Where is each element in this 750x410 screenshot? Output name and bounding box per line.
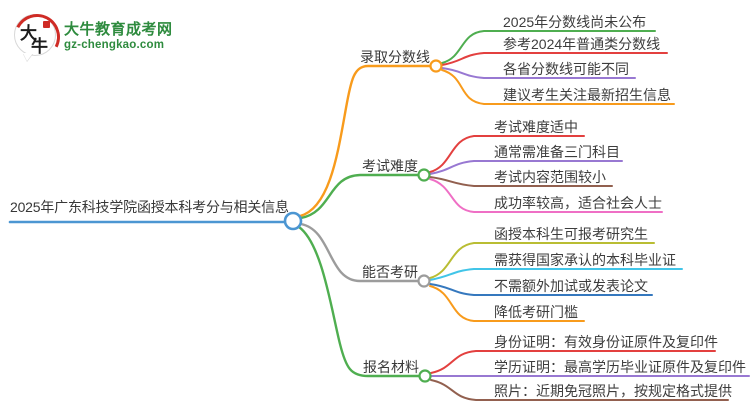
logo-site-url[interactable]: gz-chengkao.com: [64, 39, 165, 51]
leaf-label[interactable]: 各省分数线可能不同: [503, 61, 629, 77]
leaf-line: [429, 268, 683, 281]
leaf-label[interactable]: 照片：近期免冠照片，按规定格式提供: [494, 383, 732, 399]
leaf-line: [441, 30, 656, 64]
leaf-line: [429, 176, 613, 187]
branch-line-admission-score: [298, 64, 432, 218]
leaf-label[interactable]: 需获得国家承认的本科毕业证: [494, 252, 676, 268]
leaf-label[interactable]: 成功率较高，适合社会人士: [494, 195, 662, 211]
leaf-label[interactable]: 函授本科生可报考研究生: [494, 226, 648, 242]
leaf-label[interactable]: 身份证明：有效身份证原件及复印件: [494, 334, 718, 350]
leaf-line: [429, 242, 655, 279]
leaf-label[interactable]: 考试内容范围较小: [494, 169, 606, 185]
leaf-line: [430, 350, 716, 374]
leaf-line: [430, 379, 729, 401]
branch-line-exam-difficulty: [299, 173, 420, 220]
root-node-label[interactable]: 2025年广东科技学院函授本科考分与相关信息: [10, 199, 289, 215]
leaf-line: [429, 160, 623, 175]
leaf-line: [429, 135, 585, 173]
branch-label-exam-difficulty[interactable]: 考试难度: [362, 158, 418, 174]
leaf-line: [429, 285, 585, 322]
logo-char-da: 大: [20, 24, 37, 43]
leaf-line: [441, 69, 675, 105]
leaf-label[interactable]: 2025年分数线尚未公布: [503, 14, 647, 30]
branch-label-materials[interactable]: 报名材料: [363, 359, 419, 375]
logo-text-block: 大牛教育成考网 gz-chengkao.com: [64, 14, 173, 52]
branch-node-circle-exam-difficulty[interactable]: [417, 168, 431, 182]
leaf-line: [429, 283, 653, 296]
leaf-label[interactable]: 降低考研门槛: [494, 304, 578, 320]
leaf-label[interactable]: 建议考生关注最新招生信息: [503, 87, 671, 103]
branch-node-circle-admission-score[interactable]: [429, 59, 443, 73]
branch-label-postgraduate[interactable]: 能否考研: [362, 264, 418, 280]
leaf-line: [429, 178, 663, 213]
leaf-line: [441, 67, 636, 79]
logo-speech-tail: [23, 53, 33, 61]
logo-char-niu: 牛: [31, 37, 48, 56]
branch-node-circle-materials[interactable]: [418, 369, 432, 383]
leaf-label[interactable]: 学历证明：最高学历毕业证原件及复印件: [494, 359, 746, 375]
branch-node-circle-postgraduate[interactable]: [417, 274, 431, 288]
leaf-label[interactable]: 参考2024年普通类分数线: [503, 36, 661, 52]
site-logo[interactable]: 大 牛 大牛教育成考网 gz-chengkao.com: [8, 8, 173, 66]
branch-label-admission-score[interactable]: 录取分数线: [360, 49, 430, 65]
logo-site-name: 大牛教育成考网: [64, 21, 173, 38]
branch-line-materials: [297, 225, 421, 378]
leaf-line: [441, 52, 668, 66]
logo-seal-icon: [43, 21, 50, 28]
daniu-bull-logo-icon: 大 牛: [8, 8, 66, 66]
branch-line-postgraduate: [299, 222, 420, 283]
leaf-label[interactable]: 不需额外加试或发表论文: [494, 278, 648, 294]
leaf-label[interactable]: 通常需准备三门科目: [494, 144, 620, 160]
root-node-circle[interactable]: [283, 211, 303, 231]
leaf-label[interactable]: 考试难度适中: [494, 119, 578, 135]
